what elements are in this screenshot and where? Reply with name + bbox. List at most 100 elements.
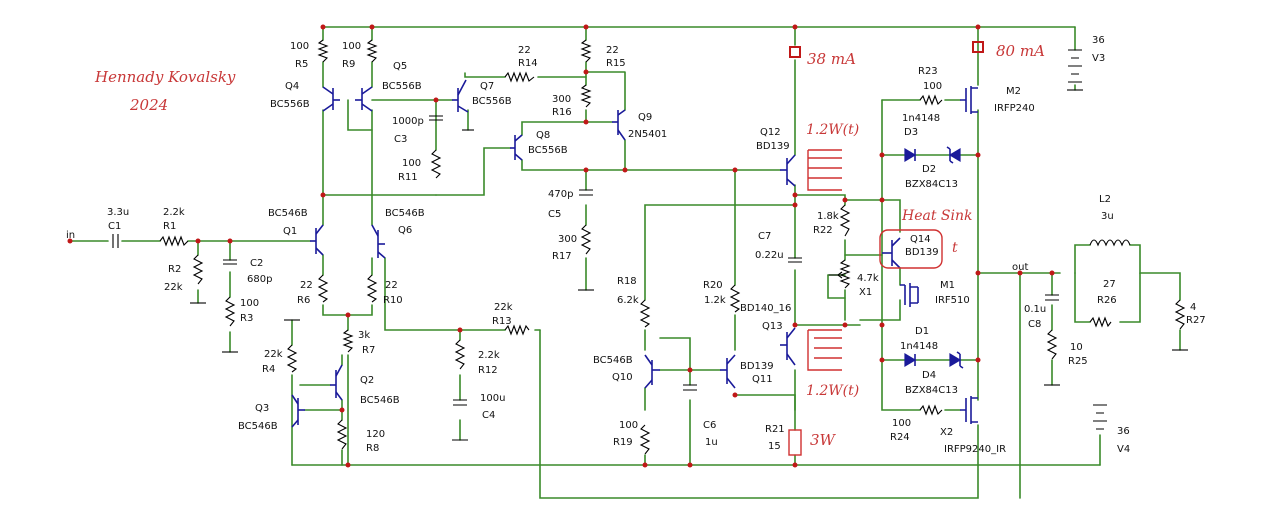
value-label: BC546B — [268, 208, 308, 219]
ref-label: Q3 — [255, 403, 269, 414]
value-label: 300 — [558, 234, 577, 245]
ref-label: L2 — [1099, 194, 1111, 205]
value-label: 22 — [300, 280, 313, 291]
value-label: 3k — [358, 330, 370, 341]
author-year: 2024 — [129, 96, 168, 114]
value-label: 2.2k — [163, 207, 185, 218]
ref-label: D4 — [922, 370, 936, 381]
value-label: 22 — [606, 45, 619, 56]
value-label: 1000p — [392, 116, 424, 127]
value-label: 0.22u — [755, 250, 784, 261]
ref-label: R7 — [362, 345, 375, 356]
ref-label: D2 — [922, 164, 936, 175]
ref-label: R11 — [398, 172, 418, 183]
ref-label: M1 — [940, 280, 955, 291]
ref-label: Q5 — [393, 61, 407, 72]
value-label: 1n4148 — [900, 341, 938, 352]
value-label: BD140_16 — [740, 303, 791, 314]
value-label: BZX84C13 — [905, 385, 958, 396]
ref-label: Q14 — [910, 234, 931, 245]
ref-label: R4 — [262, 364, 275, 375]
ref-label: R13 — [492, 316, 512, 327]
net-label-out: out — [1012, 262, 1028, 273]
ref-label: C2 — [250, 258, 263, 269]
value-label: BD139 — [905, 247, 939, 258]
value-label: 36 — [1092, 35, 1105, 46]
value-label: 22k — [494, 302, 513, 313]
ref-label: R27 — [1186, 315, 1206, 326]
heatsink-icons — [807, 149, 943, 371]
ref-label: R6 — [297, 295, 310, 306]
ref-label: Q6 — [398, 225, 412, 236]
value-label: 6.2k — [617, 295, 639, 306]
value-label: 22 — [385, 280, 398, 291]
ref-label: R16 — [552, 107, 572, 118]
ref-label: X2 — [940, 427, 953, 438]
ref-label: R24 — [890, 432, 910, 443]
value-label: 100 — [342, 41, 361, 52]
value-label: BC546B — [238, 421, 278, 432]
value-label: 100 — [892, 418, 911, 429]
ref-label: R18 — [617, 276, 637, 287]
ref-label: R22 — [813, 225, 833, 236]
ref-label: Q11 — [752, 374, 773, 385]
value-label: BC556B — [270, 99, 310, 110]
ref-label: X1 — [859, 287, 872, 298]
ref-label: R25 — [1068, 356, 1088, 367]
ref-label: R10 — [383, 295, 403, 306]
value-label: BC556B — [382, 81, 422, 92]
value-label: 1.2k — [704, 295, 726, 306]
power-q12: 1.2W(t) — [806, 122, 859, 138]
value-label: 100 — [619, 420, 638, 431]
value-label: 1u — [705, 437, 718, 448]
value-label: 100u — [480, 393, 505, 404]
thermal-label: t — [952, 240, 958, 256]
ref-label: Q8 — [536, 130, 550, 141]
value-label: BC556B — [528, 145, 568, 156]
ref-label: R15 — [606, 58, 626, 69]
ref-label: V3 — [1092, 53, 1105, 64]
ref-label: C5 — [548, 209, 561, 220]
r21-power: 3W — [810, 431, 837, 449]
ref-label: C1 — [108, 221, 121, 232]
capacitors — [112, 115, 1059, 406]
value-label: 680p — [247, 274, 272, 285]
resistors — [159, 39, 1186, 456]
value-label: 100 — [240, 298, 259, 309]
value-label: 0.1u — [1024, 304, 1046, 315]
value-label: IRFP240 — [994, 103, 1035, 114]
value-label: 100 — [402, 158, 421, 169]
value-label: 15 — [768, 441, 781, 452]
value-label: 10 — [1070, 342, 1083, 353]
ref-label: R26 — [1097, 295, 1117, 306]
value-label: 3.3u — [107, 207, 129, 218]
value-label: 22k — [164, 282, 183, 293]
ref-label: C8 — [1028, 319, 1041, 330]
value-label: 100 — [923, 81, 942, 92]
ref-label: R23 — [918, 66, 938, 77]
author-name: Hennady Kovalsky — [94, 68, 236, 86]
ref-label: Q13 — [762, 321, 783, 332]
value-label: BD139 — [756, 141, 790, 152]
value-label: 27 — [1103, 279, 1116, 290]
value-label: IRF510 — [935, 295, 970, 306]
value-label: BC546B — [360, 395, 400, 406]
supplies — [1068, 49, 1107, 430]
ref-label: R8 — [366, 443, 379, 454]
ref-label: Q2 — [360, 375, 374, 386]
value-label: 36 — [1117, 426, 1130, 437]
value-label: 470p — [548, 189, 573, 200]
value-label: 100 — [290, 41, 309, 52]
diodes — [904, 146, 964, 369]
value-label: BC546B — [593, 355, 633, 366]
ref-label: Q1 — [283, 226, 297, 237]
ref-label: C6 — [703, 420, 716, 431]
value-label: 22k — [264, 349, 283, 360]
ref-label: R9 — [342, 59, 355, 70]
value-label: 22 — [518, 45, 531, 56]
ref-label: Q10 — [612, 372, 633, 383]
ref-label: Q7 — [480, 81, 494, 92]
value-label: 120 — [366, 429, 385, 440]
ref-label: R20 — [703, 280, 723, 291]
